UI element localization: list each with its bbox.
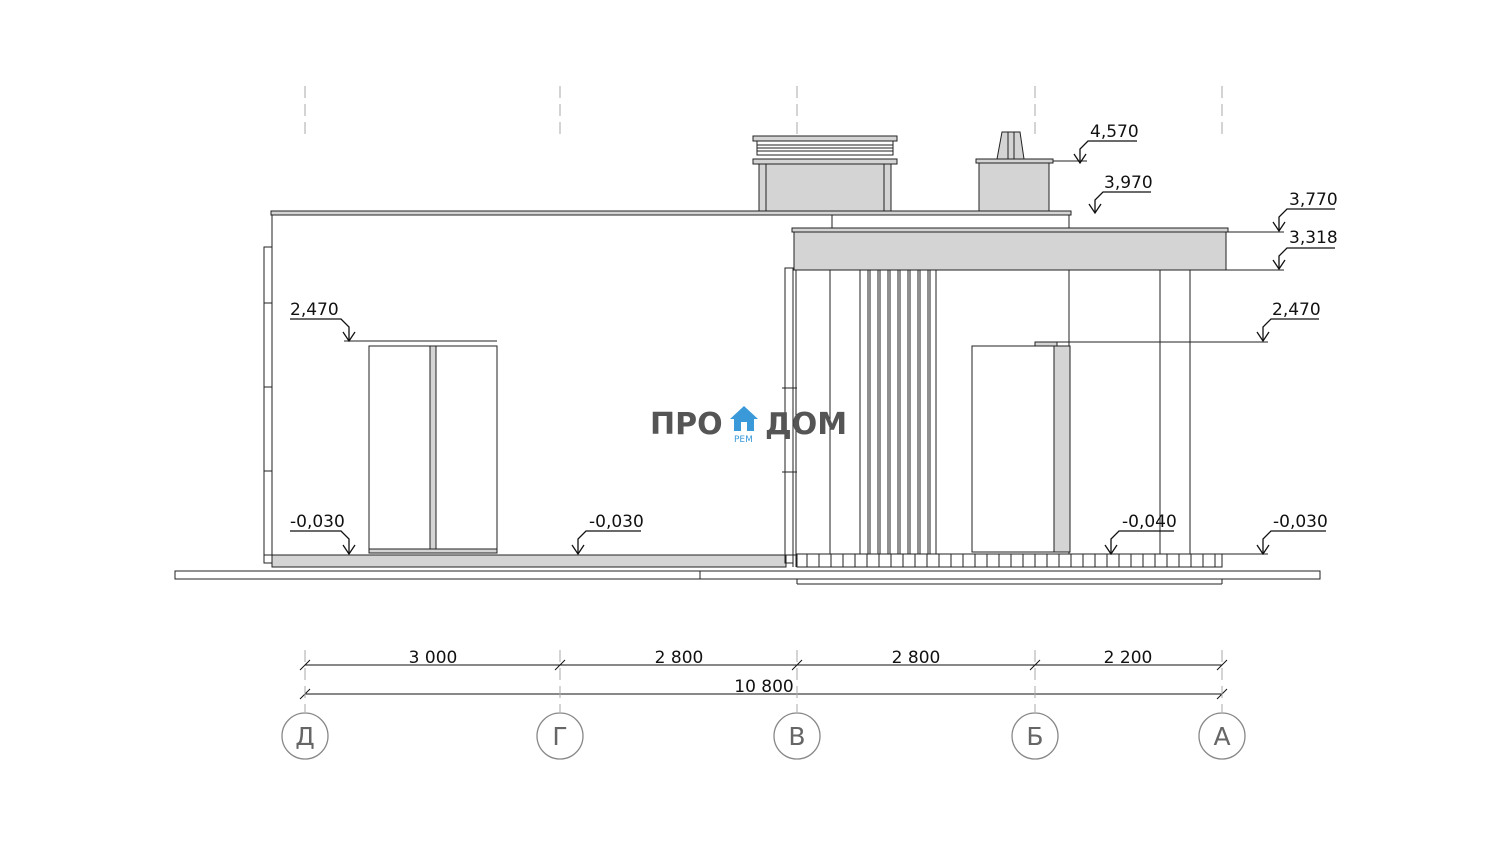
axis-label: Б bbox=[1026, 722, 1043, 751]
axis-label: Д bbox=[295, 722, 315, 751]
axis-bubble: Д bbox=[281, 712, 329, 760]
dimension-total-label: 10 800 bbox=[734, 677, 793, 697]
left-building-block bbox=[263, 210, 1072, 568]
axis-label: А bbox=[1213, 722, 1230, 751]
dimension-label: 3 000 bbox=[409, 648, 458, 668]
decorative-slats bbox=[859, 269, 937, 555]
logo-text-left: ПРО bbox=[650, 407, 723, 442]
dimension-label: 2 200 bbox=[1104, 648, 1153, 668]
chimney bbox=[975, 131, 1087, 212]
level-label: 2,470 bbox=[1272, 300, 1321, 320]
level-mark: -0,030 bbox=[290, 512, 356, 556]
ventilation-unit bbox=[752, 135, 898, 212]
right-door bbox=[971, 341, 1268, 553]
level-mark: 3,318 bbox=[1272, 228, 1338, 271]
axis-bubble: Г bbox=[536, 712, 584, 760]
ground-line bbox=[174, 570, 1321, 585]
level-label: 3,970 bbox=[1104, 173, 1153, 193]
axis-grid-lines bbox=[304, 86, 1223, 135]
level-label: -0,030 bbox=[1273, 512, 1328, 532]
level-mark: -0,030 bbox=[1256, 512, 1328, 556]
terrace-deck bbox=[796, 553, 1223, 568]
level-mark: 3,970 bbox=[1088, 173, 1153, 215]
axis-label: В bbox=[788, 722, 805, 751]
level-mark: -0,030 bbox=[571, 512, 644, 556]
level-label: 3,770 bbox=[1289, 190, 1338, 210]
dimension-label: 2 800 bbox=[892, 648, 941, 668]
logo-subtext: РЕМ bbox=[734, 435, 753, 445]
level-label: 4,570 bbox=[1090, 122, 1139, 142]
axis-label: Г bbox=[552, 722, 567, 751]
level-mark: 3,770 bbox=[1272, 190, 1338, 233]
level-mark: 4,570 bbox=[1073, 122, 1139, 165]
level-label: -0,030 bbox=[290, 512, 345, 532]
level-label: -0,040 bbox=[1122, 512, 1177, 532]
level-mark: 2,470 bbox=[290, 300, 356, 343]
house-icon bbox=[730, 406, 758, 431]
level-label: -0,030 bbox=[589, 512, 644, 532]
level-mark: -0,040 bbox=[1104, 512, 1177, 556]
prodom-logo: ПРО РЕМ ДОМ bbox=[650, 406, 847, 445]
axis-leader-lines bbox=[304, 650, 1223, 712]
level-label: 3,318 bbox=[1289, 228, 1338, 248]
dimension-label: 2 800 bbox=[655, 648, 704, 668]
level-mark: 2,470 bbox=[1256, 300, 1321, 343]
logo-text-right: ДОМ bbox=[765, 407, 847, 442]
level-label: 2,470 bbox=[290, 300, 339, 320]
left-double-door bbox=[344, 340, 498, 554]
axis-bubble: А bbox=[1198, 712, 1246, 760]
axis-bubble: Б bbox=[1011, 712, 1059, 760]
axis-bubble: В bbox=[773, 712, 821, 760]
